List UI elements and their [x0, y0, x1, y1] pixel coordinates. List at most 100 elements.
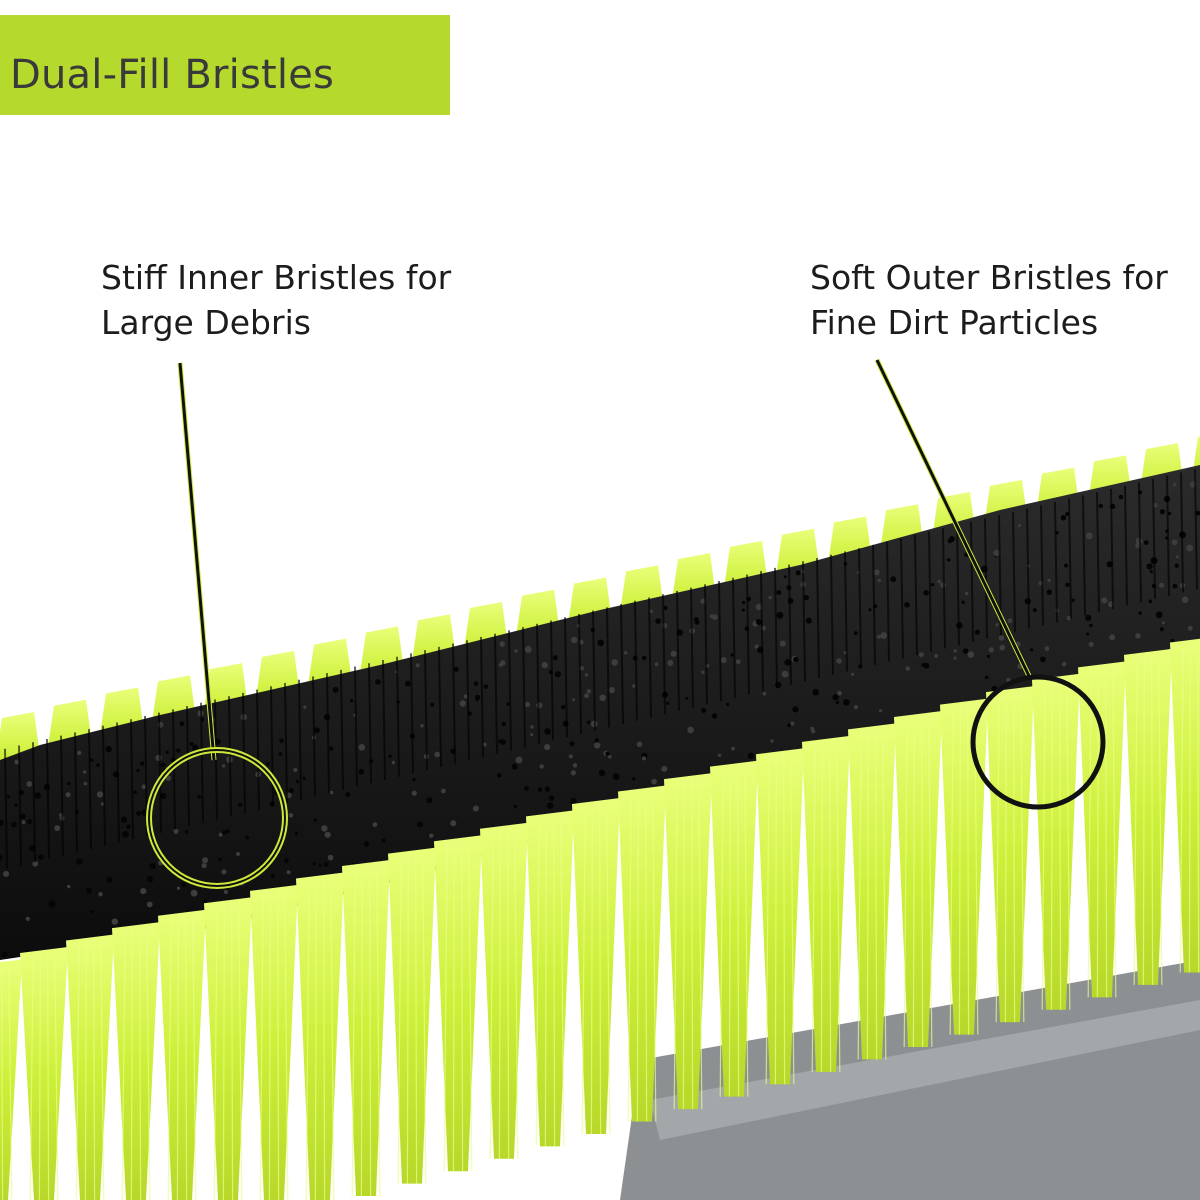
bristle-tip	[140, 888, 147, 895]
title-banner: Dual-Fill Bristles	[0, 15, 450, 115]
bristle-tip	[141, 784, 147, 790]
bristle-tip	[701, 708, 707, 713]
bristle-tip	[974, 629, 981, 635]
bristle-tip	[236, 852, 240, 856]
black-strand	[648, 597, 652, 718]
bristle-tip	[238, 802, 243, 807]
black-strand	[4, 748, 8, 869]
black-strand	[410, 653, 414, 774]
bristle-tip	[1032, 608, 1037, 613]
bristle-tip	[1061, 661, 1067, 667]
black-strand	[102, 725, 106, 846]
bristle-tip	[953, 656, 957, 660]
bristle-tip	[779, 640, 786, 647]
bristle-tip	[539, 764, 544, 769]
front-soft-tuft	[434, 835, 482, 1172]
black-strand	[536, 623, 540, 744]
bristle-tip	[332, 686, 339, 693]
bristle-tip	[146, 875, 154, 883]
bristle-tip	[67, 781, 71, 786]
bristle-tip	[0, 819, 4, 826]
bristle-tip	[105, 745, 112, 753]
black-strand	[718, 581, 722, 702]
black-strand	[774, 567, 778, 688]
black-strand	[452, 643, 456, 764]
bristle-tip	[225, 829, 230, 834]
bristle-tip	[483, 684, 489, 689]
bristle-tip	[530, 733, 534, 737]
bristle-tip	[701, 670, 705, 674]
front-soft-tuft	[1124, 648, 1172, 985]
bristle-tip	[754, 644, 759, 649]
bristle-tip	[1159, 627, 1164, 632]
bristle-tip	[318, 863, 322, 867]
bristle-tip	[173, 828, 179, 834]
bristle-tip	[34, 792, 41, 799]
bristle-tip	[868, 608, 872, 612]
bristle-tip	[880, 632, 888, 639]
black-strand	[186, 706, 190, 827]
black-strand	[1096, 492, 1100, 613]
bristle-tip	[836, 658, 842, 664]
bristle-tip	[329, 746, 334, 751]
bristle-tip	[605, 751, 610, 756]
bristle-tip	[624, 651, 628, 655]
black-strand	[956, 525, 960, 646]
bristle-tip	[663, 605, 668, 611]
black-strand	[32, 742, 36, 863]
bristle-tip	[89, 758, 94, 762]
bristle-tip	[803, 595, 810, 601]
bristle-tip	[76, 858, 83, 865]
bristle-tip	[787, 723, 791, 728]
bristle-tip	[948, 536, 955, 542]
bristle-tip	[65, 792, 71, 798]
bristle-tip	[411, 790, 417, 796]
black-strand	[60, 735, 64, 856]
bristle-tip	[160, 793, 167, 800]
bristle-tip	[179, 721, 185, 727]
bristle-tip	[286, 870, 291, 875]
black-strand	[438, 646, 442, 767]
bristle-tip	[781, 670, 789, 678]
bristle-tip	[1088, 641, 1094, 647]
bristle-tip	[792, 706, 799, 713]
bristle-tip	[770, 739, 774, 743]
black-strand	[1138, 482, 1142, 603]
bristle-tip	[294, 831, 298, 836]
bristle-tip	[962, 648, 969, 654]
bristle-tip	[288, 788, 294, 794]
bristle-tip	[381, 838, 386, 843]
bristle-tip	[953, 649, 957, 653]
bristle-tip	[651, 778, 657, 785]
bristle-tip	[375, 679, 381, 685]
bristle-tip	[1171, 539, 1178, 546]
black-strand	[900, 538, 904, 659]
bristle-tip	[1175, 555, 1179, 559]
bristle-tip	[412, 777, 416, 782]
bristle-tip	[608, 687, 615, 694]
front-soft-tuft	[158, 909, 206, 1200]
bristle-tip	[720, 657, 727, 664]
bristle-tip	[32, 860, 39, 867]
bristle-tip	[1170, 638, 1175, 643]
black-strand	[1012, 511, 1016, 632]
black-strand	[788, 564, 792, 685]
bristle-tip	[1155, 611, 1163, 619]
black-strand	[18, 745, 22, 866]
bristle-tip	[735, 659, 741, 665]
highlight-circle-inner-core	[148, 749, 286, 887]
bristle-tip	[570, 798, 577, 805]
black-strand	[1124, 485, 1128, 606]
bristle-tip	[554, 671, 562, 678]
bristle-tip	[1060, 515, 1067, 521]
bristle-tip	[930, 583, 935, 587]
bristle-tip	[48, 900, 56, 908]
bristle-tip	[429, 833, 434, 838]
bristle-tip	[1089, 623, 1093, 628]
bristle-tip	[1064, 563, 1068, 568]
bristle-tip	[1186, 544, 1194, 552]
black-strand	[844, 551, 848, 672]
black-strand	[228, 696, 232, 817]
callout-stiff-line-1: Stiff Inner Bristles for	[101, 258, 452, 297]
